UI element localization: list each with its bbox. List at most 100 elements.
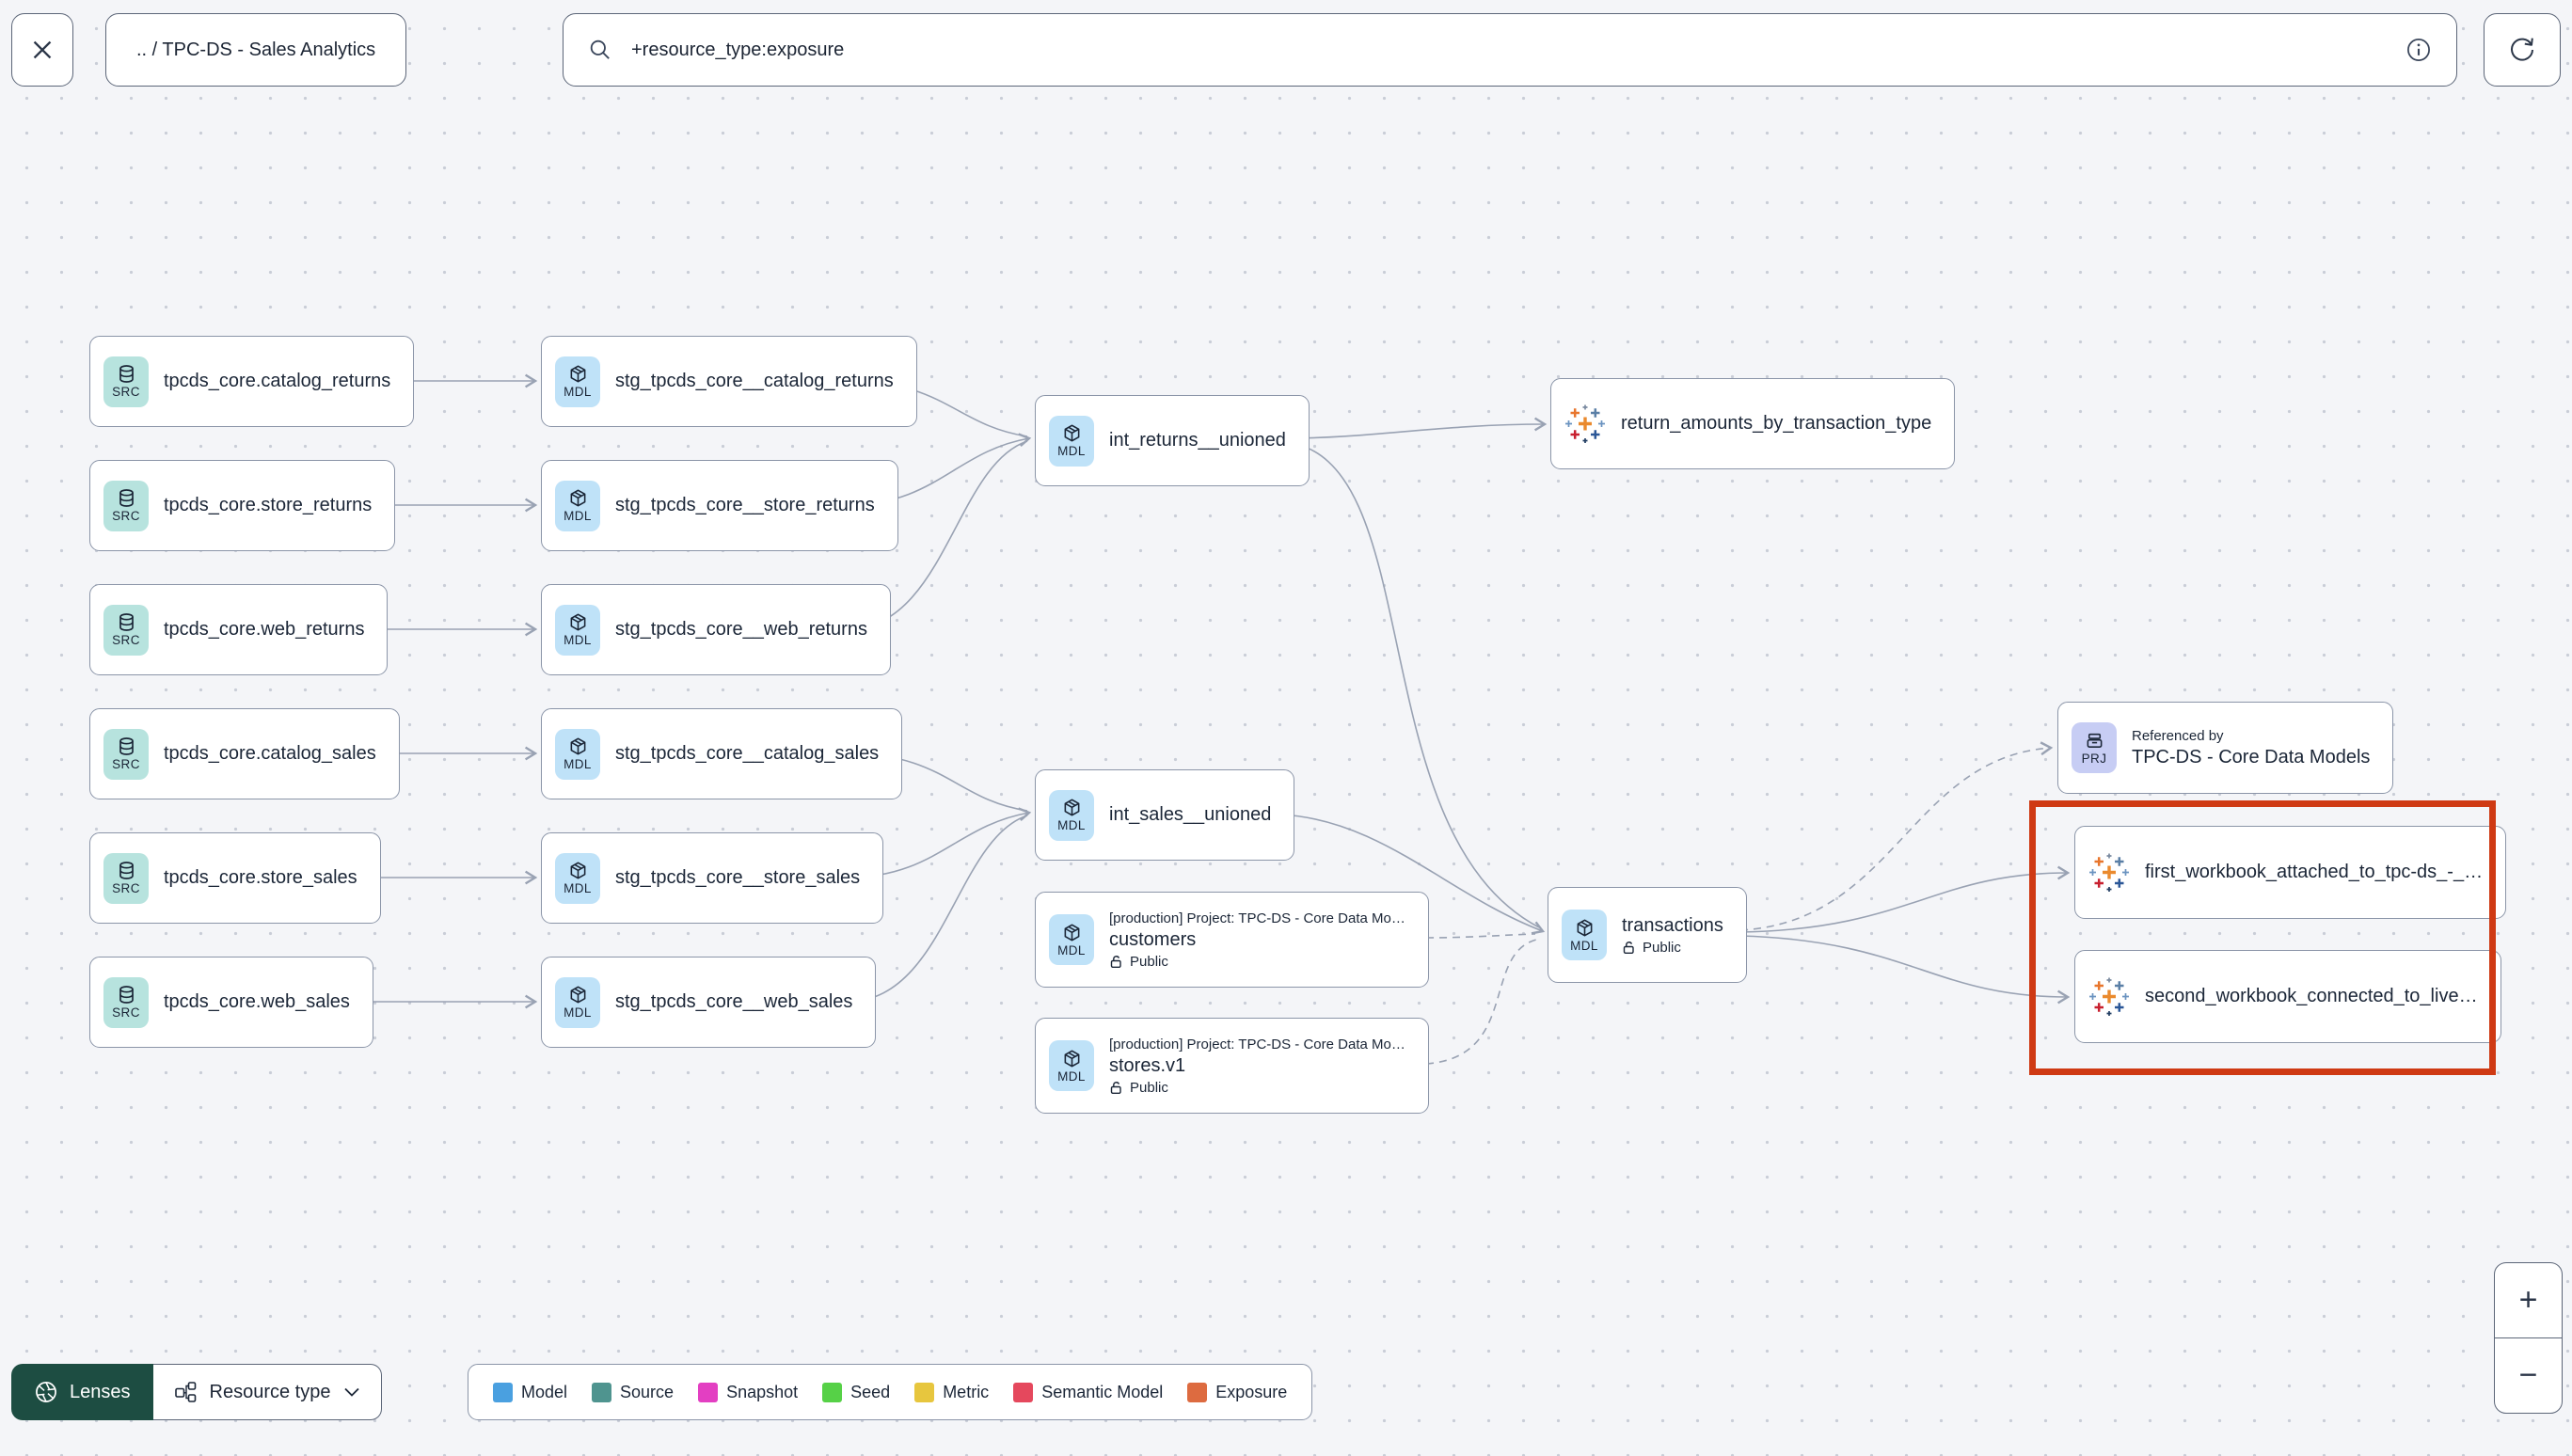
resource-type-icon — [174, 1382, 196, 1402]
node-title: second_workbook_connected_to_live… — [2145, 986, 2478, 1006]
database-icon — [119, 613, 134, 631]
model-badge: MDL — [1049, 914, 1094, 965]
legend-item-exposure: Exposure — [1187, 1382, 1287, 1402]
model-badge: MDL — [555, 852, 600, 904]
cube-icon — [570, 862, 585, 879]
legend-item-source: Source — [592, 1382, 674, 1402]
node-stg-tpcds-core-store-returns[interactable]: MDL stg_tpcds_core__store_returns — [541, 460, 898, 551]
node-stg-tpcds-core-web-returns[interactable]: MDL stg_tpcds_core__web_returns — [541, 584, 891, 675]
resource-type-dropdown[interactable]: Resource type — [152, 1364, 383, 1420]
node-tpcds-core-catalog-returns[interactable]: SRC tpcds_core.catalog_returns — [89, 336, 415, 427]
chevron-down-icon — [344, 1387, 360, 1397]
zoom-controls: + − — [2494, 1262, 2563, 1414]
refresh-icon — [2511, 38, 2533, 61]
node-int-sales-unioned[interactable]: MDL int_sales__unioned — [1035, 769, 1295, 861]
node-title: stores.v1 — [1109, 1054, 1186, 1076]
node-title: transactions — [1622, 914, 1723, 936]
close-button[interactable] — [11, 13, 73, 87]
source-badge: SRC — [103, 976, 149, 1028]
node-title: int_sales__unioned — [1109, 804, 1272, 825]
node-customers[interactable]: MDL [production] Project: TPC-DS - Core … — [1035, 892, 1429, 988]
cube-icon — [1577, 919, 1592, 936]
archive-icon — [2087, 733, 2102, 748]
cube-icon — [1064, 799, 1079, 816]
database-icon — [119, 862, 134, 879]
lock-open-icon — [1110, 955, 1121, 968]
node-title: customers — [1109, 928, 1197, 950]
cube-icon — [570, 613, 585, 631]
node-title: tpcds_core.catalog_returns — [164, 371, 391, 391]
node-stores-v1[interactable]: MDL [production] Project: TPC-DS - Core … — [1035, 1018, 1429, 1114]
model-badge: MDL — [555, 604, 600, 656]
node-project-label: [production] Project: TPC-DS - Core Data… — [1109, 910, 1405, 926]
node-stg-tpcds-core-catalog-sales[interactable]: MDL stg_tpcds_core__catalog_sales — [541, 708, 903, 799]
lens-toolbar: Lenses Resource type — [11, 1364, 383, 1420]
lens-aperture-icon — [36, 1382, 56, 1402]
legend-swatch — [822, 1382, 843, 1402]
project-badge: PRJ — [2072, 722, 2117, 773]
node-transactions[interactable]: MDL transactions Public — [1548, 887, 1747, 983]
zoom-out-button[interactable]: − — [2518, 1357, 2538, 1393]
database-icon — [119, 365, 134, 383]
legend-swatch — [914, 1382, 935, 1402]
cube-icon — [570, 365, 585, 383]
zoom-in-button[interactable]: + — [2495, 1263, 2562, 1338]
cube-icon — [1064, 924, 1079, 941]
node-int-returns-unioned[interactable]: MDL int_returns__unioned — [1035, 395, 1310, 486]
model-badge: MDL — [555, 480, 600, 531]
lock-open-icon — [1110, 1081, 1121, 1094]
lenses-label: Lenses — [70, 1381, 131, 1402]
source-badge: SRC — [103, 728, 149, 780]
node-tpcds-core-store-returns[interactable]: SRC tpcds_core.store_returns — [89, 460, 396, 551]
legend-item-seed: Seed — [822, 1382, 890, 1402]
node-tpcds-core-catalog-sales[interactable]: SRC tpcds_core.catalog_sales — [89, 708, 400, 799]
node-title: tpcds_core.store_returns — [164, 495, 373, 515]
node-second-workbook[interactable]: second_workbook_connected_to_live… — [2074, 950, 2501, 1043]
close-icon — [33, 40, 52, 59]
node-tpcds-core-store-sales[interactable]: SRC tpcds_core.store_sales — [89, 832, 381, 924]
legend-swatch — [592, 1382, 612, 1402]
node-project-label: [production] Project: TPC-DS - Core Data… — [1109, 1036, 1405, 1052]
node-title: stg_tpcds_core__store_returns — [615, 495, 875, 515]
node-first-workbook[interactable]: first_workbook_attached_to_tpc-ds_-_… — [2074, 826, 2507, 919]
source-badge: SRC — [103, 356, 149, 407]
node-title: tpcds_core.web_sales — [164, 991, 350, 1012]
node-stg-tpcds-core-store-sales[interactable]: MDL stg_tpcds_core__store_sales — [541, 832, 884, 924]
lenses-button[interactable]: Lenses — [11, 1364, 153, 1420]
node-title: stg_tpcds_core__store_sales — [615, 867, 861, 888]
model-badge: MDL — [555, 976, 600, 1028]
model-badge: MDL — [1562, 910, 1607, 960]
node-title: return_amounts_by_transaction_type — [1621, 413, 1932, 434]
node-title: int_returns__unioned — [1109, 430, 1286, 451]
node-stg-tpcds-core-catalog-returns[interactable]: MDL stg_tpcds_core__catalog_returns — [541, 336, 917, 427]
search-input[interactable] — [629, 38, 2389, 62]
node-visibility: Public — [1109, 954, 1405, 970]
cube-icon — [570, 489, 585, 507]
node-tpcds-core-web-returns[interactable]: SRC tpcds_core.web_returns — [89, 584, 389, 675]
model-badge: MDL — [1049, 1040, 1094, 1091]
refresh-button[interactable] — [2484, 13, 2561, 87]
cube-icon — [1064, 1050, 1079, 1067]
model-badge: MDL — [1049, 789, 1094, 841]
node-exposure-return-amounts[interactable]: return_amounts_by_transaction_type — [1550, 378, 1956, 469]
model-badge: MDL — [555, 728, 600, 780]
referenced-by-label: Referenced by — [2132, 727, 2224, 744]
source-badge: SRC — [103, 480, 149, 531]
node-stg-tpcds-core-web-sales[interactable]: MDL stg_tpcds_core__web_sales — [541, 957, 877, 1048]
resource-type-label: Resource type — [209, 1381, 331, 1402]
info-icon[interactable] — [2405, 37, 2432, 63]
lock-open-icon — [1623, 941, 1634, 954]
database-icon — [119, 489, 134, 507]
node-title: tpcds_core.catalog_sales — [164, 743, 376, 764]
breadcrumb[interactable]: .. / TPC-DS - Sales Analytics — [105, 13, 407, 87]
node-referenced-by-project[interactable]: PRJ Referenced by TPC-DS - Core Data Mod… — [2057, 702, 2394, 794]
cube-icon — [570, 986, 585, 1004]
legend-item-snapshot: Snapshot — [698, 1382, 798, 1402]
breadcrumb-label: .. / TPC-DS - Sales Analytics — [136, 39, 376, 60]
node-title: stg_tpcds_core__web_sales — [615, 991, 853, 1012]
node-title: tpcds_core.store_sales — [164, 867, 357, 888]
cube-icon — [570, 737, 585, 755]
search-bar[interactable] — [563, 13, 2457, 87]
node-tpcds-core-web-sales[interactable]: SRC tpcds_core.web_sales — [89, 957, 373, 1048]
